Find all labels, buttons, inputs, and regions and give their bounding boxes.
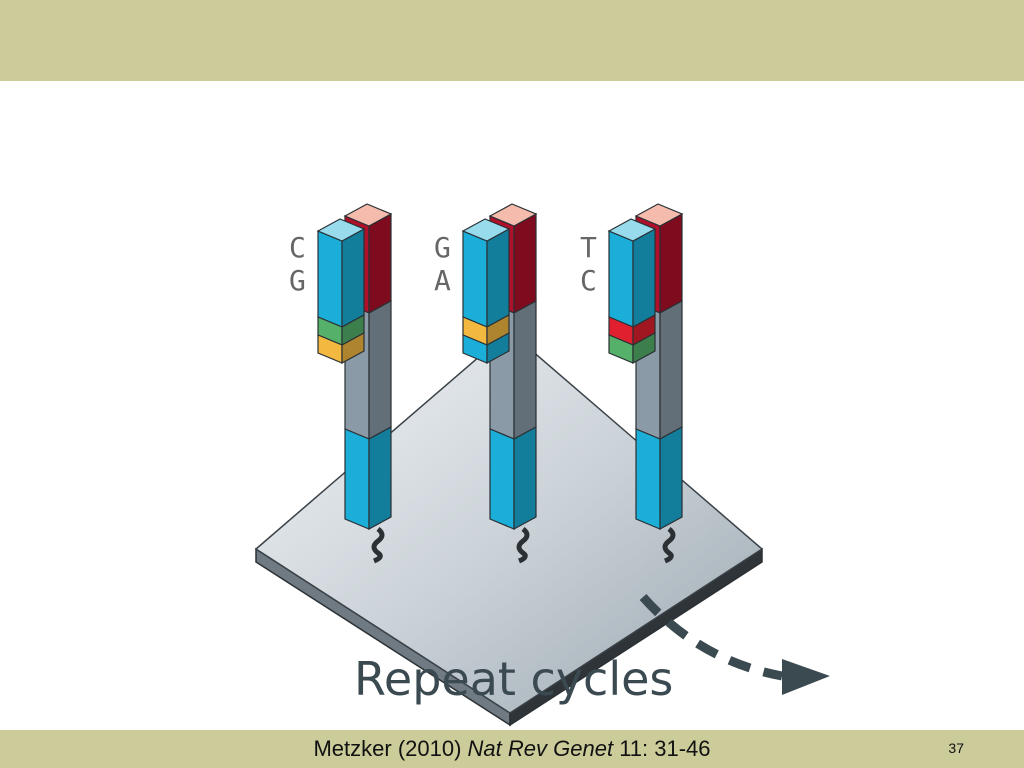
template-blue-side bbox=[368, 425, 392, 531]
base-bottom-block-side bbox=[632, 331, 656, 365]
page-number: 37 bbox=[948, 740, 964, 756]
template-blue-front bbox=[635, 428, 661, 530]
footer-band: Metzker (2010) Nat Rev Genet 11: 31-46 3… bbox=[0, 730, 1024, 768]
repeat-arrow bbox=[639, 594, 830, 695]
primer-blue-side bbox=[632, 227, 656, 329]
template-blue-front bbox=[344, 428, 370, 530]
arrowhead-icon bbox=[782, 659, 830, 695]
template-blue-side bbox=[513, 425, 537, 531]
primer-blue-side bbox=[341, 227, 365, 329]
primer-blue-side bbox=[486, 227, 510, 329]
primer-top bbox=[316, 218, 366, 242]
template-blue-front bbox=[489, 428, 515, 530]
citation-pages: 11: 31-46 bbox=[619, 736, 711, 761]
dna-column-2: GA bbox=[434, 203, 538, 564]
base-letter-bottom: A bbox=[434, 264, 451, 297]
template-gray-side bbox=[368, 299, 392, 441]
dashed-arrow-line bbox=[639, 594, 783, 681]
template-gray-side bbox=[513, 299, 537, 441]
template-red-cap-side bbox=[513, 212, 537, 315]
base-letter-top: G bbox=[434, 231, 451, 264]
base-bottom-block-side bbox=[341, 331, 365, 365]
tether-line bbox=[371, 527, 385, 564]
tether-line bbox=[516, 527, 530, 564]
base-letter-bottom: C bbox=[580, 264, 597, 297]
dna-column-3: TC bbox=[580, 203, 684, 564]
template-red-cap-side bbox=[368, 212, 392, 315]
template-top bbox=[634, 203, 684, 227]
tether-line bbox=[662, 527, 676, 564]
primer-blue-front bbox=[317, 230, 343, 328]
template-top bbox=[488, 203, 538, 227]
template-gray-side bbox=[659, 299, 683, 441]
base-letter-top: T bbox=[580, 231, 597, 264]
base-letter-bottom: G bbox=[289, 264, 306, 297]
primer-top bbox=[461, 218, 511, 242]
citation-author: Metzker (2010) bbox=[313, 736, 462, 761]
template-red-cap-side bbox=[659, 212, 683, 315]
citation-journal: Nat Rev Genet bbox=[467, 736, 614, 761]
primer-top bbox=[607, 218, 657, 242]
citation: Metzker (2010) Nat Rev Genet 11: 31-46 bbox=[0, 736, 1024, 762]
repeat-cycles-caption: Repeat cycles bbox=[354, 652, 673, 706]
primer-blue-front bbox=[462, 230, 488, 328]
template-blue-side bbox=[659, 425, 683, 531]
dna-column-1: CG bbox=[289, 203, 393, 564]
base-bottom-block-side bbox=[486, 331, 510, 365]
title-band bbox=[0, 0, 1024, 81]
template-top bbox=[343, 203, 393, 227]
base-letter-top: C bbox=[289, 231, 306, 264]
primer-blue-front bbox=[608, 230, 634, 328]
